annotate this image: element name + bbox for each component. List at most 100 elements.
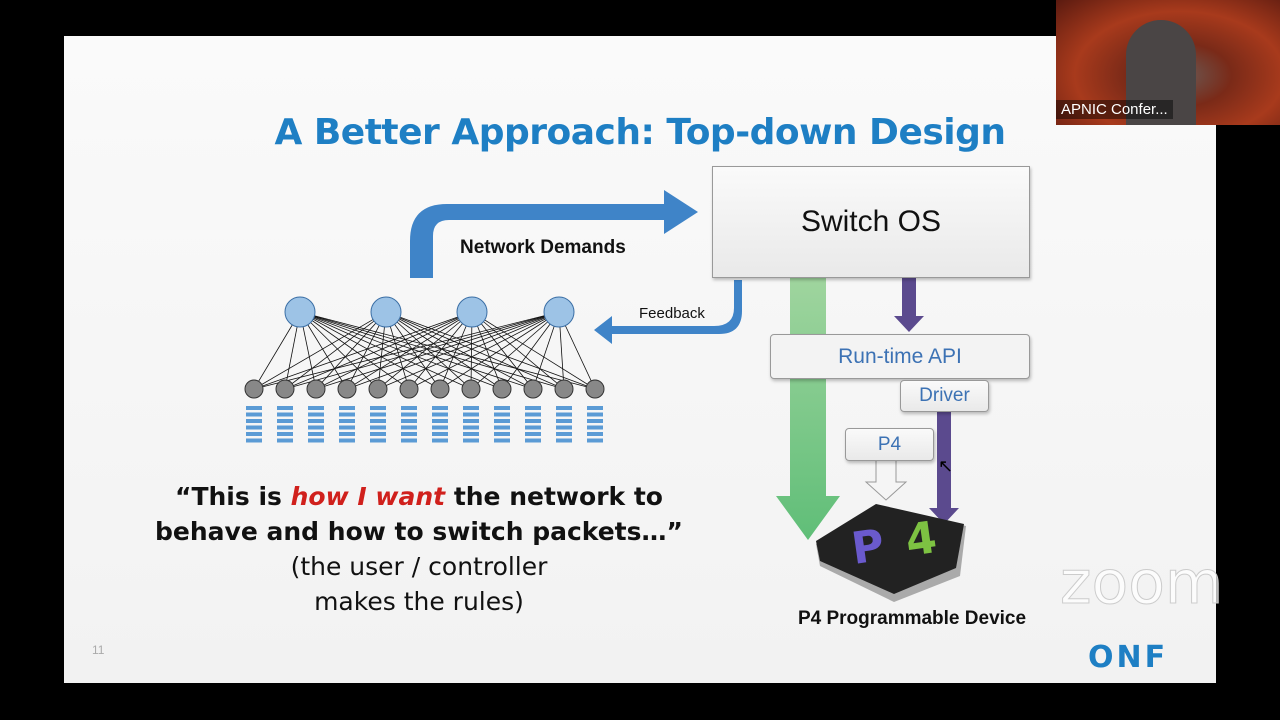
leaf-node (461, 379, 481, 399)
server-stack (339, 419, 355, 423)
chip-logo-4: 4 (902, 512, 939, 567)
server-stack (556, 432, 572, 436)
quote-open: “This is (175, 482, 291, 511)
network-link (315, 311, 473, 390)
spine-node (284, 296, 316, 328)
network-link (471, 311, 565, 390)
server-stack (463, 419, 479, 423)
server-stack (308, 432, 324, 436)
network-link (315, 311, 387, 390)
green-arrow (776, 244, 840, 540)
leaf-node (368, 379, 388, 399)
server-stack (463, 432, 479, 436)
network-link (299, 311, 534, 390)
speaker-silhouette (1126, 20, 1196, 125)
quote-sub-2: makes the rules) (314, 587, 524, 616)
leaf-node (306, 379, 326, 399)
network-link (501, 311, 560, 390)
server-stack (587, 432, 603, 436)
network-link (284, 311, 473, 390)
spine-node (370, 296, 402, 328)
server-stack (308, 438, 324, 443)
p4-chip-image: P 4 (816, 504, 966, 602)
network-link (253, 311, 473, 390)
server-stack (401, 406, 417, 410)
network-link (377, 311, 473, 390)
server-stack (339, 425, 355, 430)
server-stack (463, 438, 479, 443)
server-stack (277, 419, 293, 423)
leaf-node (554, 379, 574, 399)
server-stack (525, 438, 541, 443)
network-link (470, 311, 560, 390)
server-stack (277, 432, 293, 436)
network-demands-label: Network Demands (460, 237, 626, 258)
server-stack (587, 412, 603, 417)
server-stack (556, 438, 572, 443)
leaf-node (523, 379, 543, 399)
server-stack (370, 432, 386, 436)
participant-video-thumbnail[interactable]: APNIC Confer... (1056, 0, 1280, 125)
server-stack (587, 425, 603, 430)
server-stack (525, 419, 541, 423)
server-stack (308, 412, 324, 417)
presentation-slide: A Better Approach: Top-down Design P 4 N… (64, 36, 1224, 683)
network-link (439, 311, 560, 390)
server-stack (463, 406, 479, 410)
server-stack (308, 419, 324, 423)
network-link (253, 311, 387, 390)
server-stack (494, 425, 510, 430)
server-stack (277, 425, 293, 430)
network-link (377, 311, 560, 390)
participant-name: APNIC Confer... (1056, 100, 1173, 119)
network-link (346, 311, 473, 390)
leaf-node (244, 379, 264, 399)
server-stack (370, 425, 386, 430)
server-stack (401, 432, 417, 436)
server-stack (525, 425, 541, 430)
server-stack (401, 425, 417, 430)
zoom-watermark: zoom (1059, 548, 1224, 619)
quote-rest: the network to behave and how to switch … (155, 482, 683, 546)
server-stack (432, 419, 448, 423)
network-link (471, 311, 596, 390)
network-link (299, 311, 472, 390)
server-stack (370, 412, 386, 417)
network-link (385, 311, 534, 390)
leaf-node (337, 379, 357, 399)
server-stack (246, 412, 262, 417)
mouse-cursor-icon: ↖ (938, 456, 954, 476)
network-link (299, 311, 596, 390)
network-link (299, 311, 441, 390)
quote-sub-1: (the user / controller (290, 552, 548, 581)
server-stack (525, 432, 541, 436)
server-stack (525, 406, 541, 410)
server-stack (556, 419, 572, 423)
onf-logo: ONF (1088, 640, 1169, 675)
quote-text: “This is how I want the network to behav… (154, 479, 684, 619)
feedback-arrow (594, 280, 742, 344)
server-stack (556, 425, 572, 430)
network-link (385, 311, 596, 390)
server-stack (277, 406, 293, 410)
white-arrow (864, 459, 908, 501)
purple-arrow-os (894, 278, 924, 332)
server-stack (494, 438, 510, 443)
slide-title: A Better Approach: Top-down Design (274, 112, 1006, 153)
server-stack (246, 438, 262, 443)
network-link (385, 311, 503, 390)
server-stack (339, 412, 355, 417)
server-stack (587, 406, 603, 410)
server-stack (339, 406, 355, 410)
server-stack (370, 438, 386, 443)
server-stack (277, 412, 293, 417)
device-label: P4 Programmable Device (797, 608, 1027, 629)
server-stack (494, 432, 510, 436)
driver-box: Driver (900, 380, 989, 412)
server-stack (246, 425, 262, 430)
server-stack (246, 406, 262, 410)
server-stack (370, 406, 386, 410)
quote-emphasis: how I want (290, 482, 446, 511)
server-stack (587, 419, 603, 423)
server-stack (556, 406, 572, 410)
